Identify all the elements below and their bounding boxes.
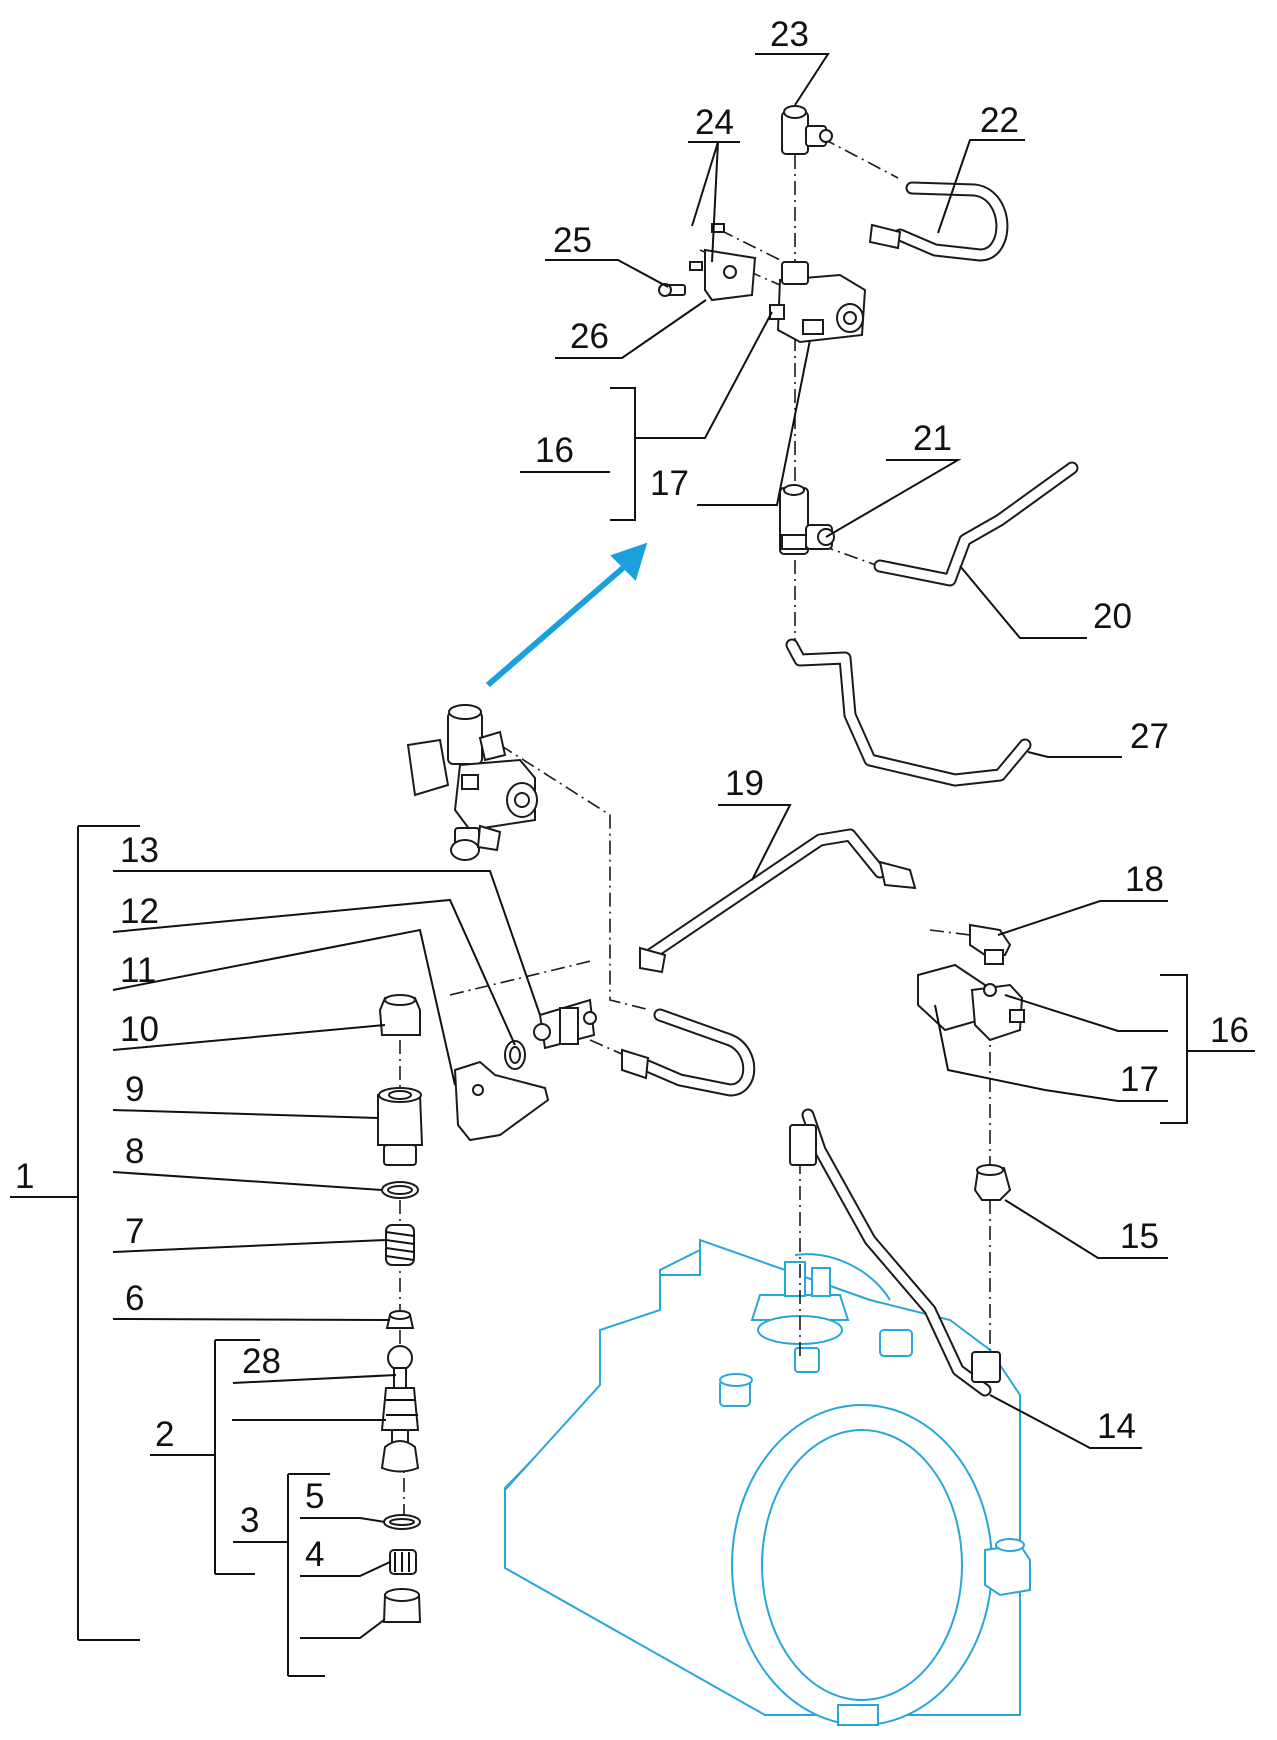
label-24: 24: [695, 103, 734, 142]
leader-lines: [10, 53, 1255, 1677]
label-28: 28: [242, 1342, 281, 1381]
direction-arrow: [485, 542, 648, 688]
tube-27: [785, 638, 1032, 787]
tube-20: [873, 461, 1079, 587]
elbow-fitting-23: [781, 105, 833, 155]
cup-3: [382, 1588, 422, 1623]
o-ring-8: [381, 1181, 419, 1199]
bracket-26: [704, 248, 757, 302]
label-19: 19: [725, 764, 764, 803]
label-2: 2: [155, 1415, 174, 1454]
tube-14: [789, 1108, 1001, 1397]
valve-pin-28: [380, 1345, 420, 1473]
label-11: 11: [120, 951, 156, 990]
valve-assembly-large: [406, 704, 538, 861]
screws-24: [689, 223, 725, 271]
label-20: 20: [1093, 597, 1132, 636]
label-10: 10: [120, 1010, 159, 1049]
o-ring-5: [383, 1514, 421, 1530]
tube-22: [868, 181, 1009, 262]
solenoid-valve-lower: [917, 963, 1025, 1042]
boiler: [504, 1238, 1031, 1726]
solenoid-valve-upper: [769, 261, 867, 344]
seal-6: [385, 1310, 415, 1329]
filter-4: [389, 1549, 417, 1575]
tee-fitting-21: [779, 484, 835, 555]
tube-19: [639, 828, 917, 974]
cap-10: [378, 994, 421, 1036]
label-27: 27: [1130, 717, 1169, 756]
spring-7: [385, 1224, 415, 1266]
label-4: 4: [305, 1535, 324, 1574]
label-26: 26: [570, 317, 609, 356]
label-17-upper: 17: [650, 464, 689, 503]
label-15: 15: [1120, 1217, 1159, 1256]
tee-fitting-13: [533, 998, 597, 1050]
label-22: 22: [980, 101, 1019, 140]
label-9: 9: [125, 1070, 144, 1109]
label-3: 3: [240, 1501, 259, 1540]
label-23: 23: [770, 15, 809, 54]
label-14: 14: [1097, 1407, 1136, 1446]
label-1: 1: [15, 1157, 34, 1196]
label-8: 8: [125, 1132, 144, 1171]
label-21: 21: [913, 419, 952, 458]
label-12: 12: [120, 892, 159, 931]
label-18: 18: [1125, 860, 1164, 899]
label-13: 13: [120, 831, 159, 870]
label-7: 7: [125, 1212, 144, 1251]
label-17-lower: 17: [1120, 1060, 1159, 1099]
label-6: 6: [125, 1279, 144, 1318]
body-9: [377, 1087, 424, 1166]
elbow-18: [969, 923, 1012, 965]
bracket-11: [453, 1060, 550, 1142]
tube-lower: [621, 1008, 756, 1097]
screw-25: [658, 283, 686, 297]
o-ring-12: [504, 1040, 526, 1070]
part-number-labels: 23 24 22 25 26 16 17 21 20 27 19 13 12 1…: [15, 15, 1249, 1574]
label-16-upper: 16: [535, 431, 574, 470]
label-5: 5: [305, 1477, 324, 1516]
label-25: 25: [553, 221, 592, 260]
connector-15: [973, 1164, 1012, 1201]
label-16-lower: 16: [1210, 1011, 1249, 1050]
